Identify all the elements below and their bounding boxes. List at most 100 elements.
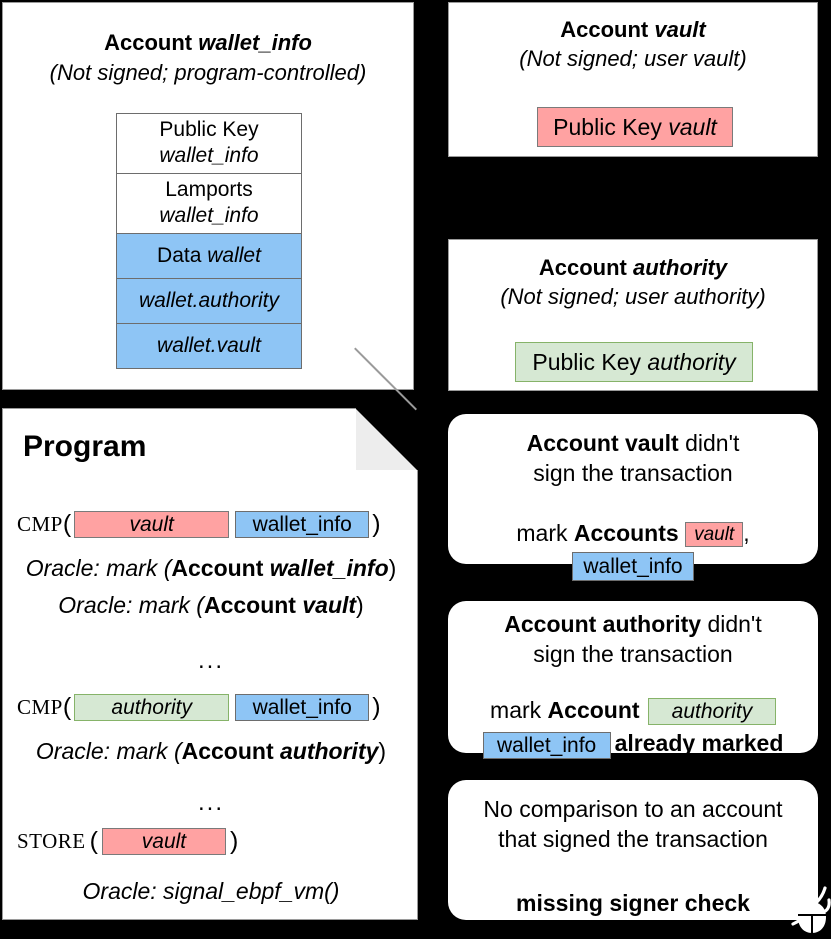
paren-open: ( [89,827,98,855]
body-line-1: mark Account authority [448,695,818,726]
account-vault-subtitle: (Not signed; user vault) [519,46,747,71]
corner-fold-icon [356,409,417,470]
account-vault-panel: Account vault (Not signed; user vault) P… [448,2,818,157]
headline-bold: Account authority [504,611,702,637]
public-key-authority-chip: Public Key authority [515,342,753,382]
oracle-prefix: Oracle: mark ( [25,555,172,581]
field-data-wallet: Data wallet [117,234,301,279]
arg-vault-chip: vault [74,511,230,539]
body-bold: Accounts [573,520,686,546]
paren-close: ) [378,738,387,764]
field-wallet-vault: wallet.vault [117,324,301,369]
message-headline: Account authority didn't sign the transa… [448,609,818,669]
field-label: Data [157,244,208,267]
message-authority-not-signed: Account authority didn't sign the transa… [448,601,818,759]
paren-close: ) [229,827,239,855]
oracle-account-name: authority [280,738,379,764]
headline-line-1: No comparison to an account [483,796,783,822]
headline-line-1: Account vault didn't [448,428,818,458]
arg-wallet-info-chip: wallet_info [235,694,370,722]
program-ellipsis-1: ... [197,647,224,674]
account-wallet-info-panel: Account wallet_info (Not signed; program… [2,2,414,390]
account-authority-subtitle: (Not signed; user authority) [500,284,766,309]
opcode: CMP [17,695,63,719]
wallet-info-field-table: Public Key wallet_info Lamports wallet_i… [116,113,302,369]
body-prefix: mark [516,520,574,546]
program-line-oracle-4: Oracle: signal_ebpf_vm() [82,878,340,904]
arg-wallet-info-chip: wallet_info [235,511,370,539]
bug-icon [789,884,831,939]
field-public-key: Public Key wallet_info [117,114,301,174]
headline-line-1: Account authority didn't [448,609,818,639]
body-bold: Account [547,697,646,723]
chip-name: vault [668,114,717,140]
arg-authority-chip: authority [74,694,230,722]
headline-line-2: that signed the transaction [498,826,768,852]
paren-close: ) [372,693,381,721]
paren-close: ) [372,510,381,538]
chip-vault: vault [685,522,744,548]
program-line-oracle-2: Oracle: mark (Account vault) [3,591,419,619]
oracle-account-kw: Account [203,592,303,618]
headline-bold: Account vault [526,430,679,456]
opcode: CMP [17,512,63,536]
title-prefix: Account [538,255,633,280]
field-label: Lamports [165,178,253,201]
title-name: authority [633,255,728,280]
field-value: wallet_info [159,204,259,227]
message-headline: Account vault didn't sign the transactio… [448,428,818,488]
oracle-account-name: vault [302,592,357,618]
body-line-1: mark Accounts vault, [448,518,818,548]
account-authority-panel: Account authority (Not signed; user auth… [448,239,818,391]
title-name: wallet_info [198,30,312,55]
body-line-2: wallet_info [448,550,818,582]
field-value: wallet_info [159,144,259,167]
program-title: Program [23,430,147,463]
body-tail-bold: already marked [614,730,784,757]
title-prefix: Account [104,30,199,55]
public-key-vault-chip: Public Key vault [537,107,733,147]
field-value: wallet [207,244,261,267]
title-prefix: Account [560,17,655,42]
message-missing-signer-check: No comparison to an account that signed … [448,780,818,920]
account-wallet-info-subtitle: (Not signed; program-controlled) [49,60,367,85]
headline-rest: didn't [701,611,762,637]
oracle-account-name: wallet_info [269,555,389,581]
paren-close: ) [388,555,397,581]
headline-rest: didn't [678,430,740,456]
chip-authority: authority [647,698,776,726]
message-headline: No comparison to an account that signed … [448,794,818,854]
chip-wallet-info: wallet_info [482,731,611,759]
opcode: STORE [17,829,86,853]
program-line-oracle-1: Oracle: mark (Account wallet_info) [3,554,419,582]
chip-label: Public Key [532,349,648,375]
paren-open: ( [62,693,72,721]
chip-wallet-info: wallet_info [572,552,694,582]
title-name: vault [654,17,706,42]
message-body: mark Accounts vault, wallet_info [448,518,818,582]
message-vault-not-signed: Account vault didn't sign the transactio… [448,414,818,582]
account-authority-title: Account authority [449,254,817,281]
account-vault-title: Account vault [449,16,817,43]
comma: , [743,520,750,546]
chip-name: authority [647,349,736,375]
paren-close: ) [356,592,364,618]
chip-label: Public Key [553,114,669,140]
account-wallet-info-title: Account wallet_info [3,29,413,56]
program-line-store: STORE(vault) [3,826,419,856]
program-line-oracle-3: Oracle: mark (Account authority) [3,737,419,765]
field-lamports: Lamports wallet_info [117,174,301,234]
oracle-prefix: Oracle: mark ( [58,592,204,618]
arg-vault-chip: vault [101,828,226,856]
program-ellipsis-2: ... [197,789,224,816]
field-wallet-authority: wallet.authority [117,279,301,324]
field-label: Public Key [159,118,259,141]
oracle-prefix: Oracle: mark ( [35,738,182,764]
paren-open: ( [62,510,72,538]
oracle-account-kw: Account [171,555,270,581]
